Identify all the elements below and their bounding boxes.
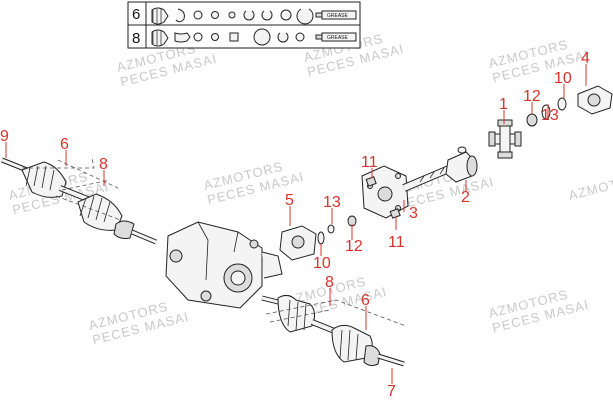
kit-row-1-parts: GREASE [151,7,357,25]
callout-label: 4 [581,50,590,67]
inner-spline-fill [131,230,157,244]
boot-pleats [287,299,307,331]
bolt-head [249,239,259,249]
callout-label: 6 [361,292,370,309]
watermark-brand: AZMOTORS [567,169,613,203]
slip-yoke [445,146,478,183]
bearing-cup [497,119,513,127]
boot-icon [151,7,169,25]
callout-label: 12 [523,88,541,105]
boot-icon [174,32,191,43]
callout-label: 10 [554,70,572,87]
boot-icon [151,29,169,47]
circlip-icon [243,10,255,21]
input-neck [261,251,283,279]
callout-label: 9 [0,128,9,145]
outer-cv-housing [363,345,381,367]
callout-label: 5 [285,192,294,209]
bearing-cup [488,131,496,147]
bearing-cup [497,151,513,159]
kit-row-ref: 6 [132,6,140,23]
cross-pin-bolt [365,176,377,187]
kit-bracket-lines [22,157,111,191]
boot-pleats [339,329,359,361]
flange-bolt-hole [395,173,401,179]
mount-boss [169,249,183,263]
diff-input-yoke-group [279,215,357,261]
callout-label: 13 [541,107,559,124]
circlip-icon [277,32,289,43]
band-clamp-icon [296,8,314,25]
callout-label: 13 [323,194,341,211]
band-clamp-icon [253,28,271,46]
callout-label: 10 [313,255,331,272]
flange-bore [377,186,393,202]
callout-label: 1 [499,96,508,113]
boot-pleats [25,165,55,191]
grease-label: GREASE [327,35,349,41]
ring-icon [280,9,292,21]
ring-icon [228,11,236,19]
grease-nozzle-icon [315,34,323,40]
callout-label: 11 [361,154,378,171]
callout-label: 6 [60,136,69,153]
callout-label: 8 [325,274,334,291]
kit-row-2-parts: GREASE [151,28,357,47]
grease-label: GREASE [327,13,349,19]
ring-icon [193,32,203,42]
oil-seal [317,231,325,245]
inner-cv-housing [113,220,135,239]
cross-arm [499,123,511,155]
callout-label: 2 [461,189,470,206]
boot-pleats [152,31,162,45]
kit-row-ref: 8 [132,30,140,47]
circlip-icon [261,10,273,21]
callout-label: 11 [388,234,405,251]
grease-tube-icon [321,32,357,42]
outer-spline-fill [377,354,405,366]
nut-icon [229,32,239,42]
ring-icon [295,32,305,42]
callout-labels: 9 6 8 1 12 13 10 4 2 11 11 3 5 13 12 10 … [0,50,590,400]
mount-boss [200,290,212,302]
ring-icon [193,10,203,20]
ring-icon [211,33,219,41]
yoke-bore [291,235,305,249]
ring-icon [211,11,219,19]
front-differential [165,221,283,309]
shaft-splines [419,167,445,183]
diff-housing-body [165,221,263,309]
boot-pleats [152,9,162,23]
slip-yoke-lug [457,146,467,154]
lock-nut [526,113,538,127]
housing-edges [197,221,239,281]
callout-label: 3 [409,205,418,222]
grease-tube-icon [321,10,357,20]
kit-contents-table: 6 8 GREASE [127,1,361,49]
boot-pleats [79,195,111,223]
kit-bracket-lines [55,159,127,223]
clip-icon [175,8,185,23]
universal-joint-cross [488,119,522,159]
washer [327,224,335,234]
bearing-cup [514,131,522,147]
oil-seal [557,97,567,111]
callout-label: 8 [99,156,108,173]
callout-label: 7 [387,383,396,400]
callout-label: 12 [345,238,363,255]
leader-lines [5,64,587,384]
grease-nozzle-icon [315,12,323,18]
kit-bracket-lines [265,299,407,327]
output-flange-bore [230,270,246,286]
slip-yoke-ears [466,155,478,177]
left-drive-shaft [1,157,157,245]
output-yoke-bore [587,93,601,107]
right-drive-shaft [261,294,407,367]
